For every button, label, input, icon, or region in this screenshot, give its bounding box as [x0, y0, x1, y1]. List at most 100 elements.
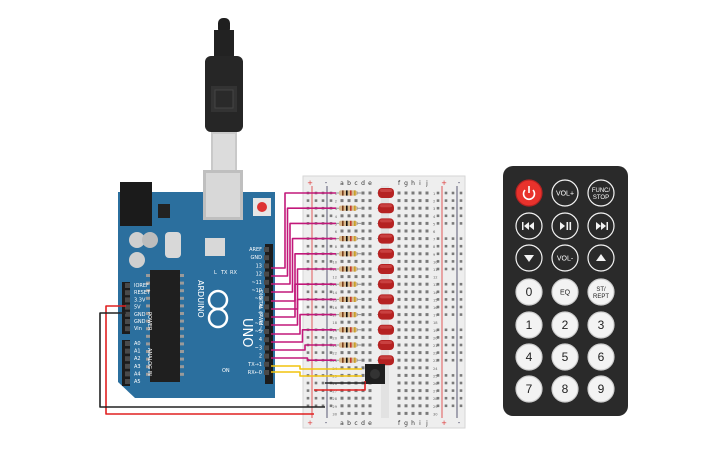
push-button[interactable]: [365, 364, 385, 384]
signal-wire[interactable]: [271, 357, 336, 362]
next-button[interactable]: [587, 212, 615, 240]
digit-7-button[interactable]: 7: [515, 375, 543, 403]
header-pin[interactable]: [264, 279, 269, 285]
digit-1-button[interactable]: 1: [515, 311, 543, 339]
digit-6-button[interactable]: 6: [587, 343, 615, 371]
vol-down-button[interactable]: VOL-: [551, 244, 579, 272]
header-pin[interactable]: [125, 326, 130, 332]
func-stop-button[interactable]: FUNC/STOP: [587, 179, 615, 207]
digit-5-button[interactable]: 5: [551, 343, 579, 371]
resistor[interactable]: [334, 205, 362, 211]
prev-button[interactable]: [515, 212, 543, 240]
pin-label: 7: [259, 313, 262, 319]
header-pin[interactable]: [125, 363, 130, 369]
header-pin[interactable]: [264, 247, 269, 252]
led[interactable]: [377, 355, 394, 366]
led[interactable]: [377, 324, 394, 335]
arduino-uno-board[interactable]: ARDUINO UNO DIGITAL (PWM~) POWER ANALOG …: [118, 170, 275, 398]
led[interactable]: [377, 248, 394, 259]
led[interactable]: [377, 203, 394, 214]
led[interactable]: [377, 188, 394, 198]
led[interactable]: [377, 279, 394, 290]
header-pin[interactable]: [125, 297, 130, 303]
signal-wire[interactable]: [271, 328, 336, 343]
resistor[interactable]: [334, 296, 362, 302]
resistor[interactable]: [334, 236, 362, 242]
eq-button[interactable]: EQ: [551, 278, 579, 306]
led[interactable]: [377, 309, 394, 320]
button-power-wire[interactable]: [314, 381, 366, 391]
resistor[interactable]: [334, 220, 362, 226]
header-pin[interactable]: [125, 319, 130, 324]
header-pin[interactable]: [125, 311, 130, 317]
header-pin[interactable]: [125, 304, 130, 310]
header-pin[interactable]: [264, 312, 269, 318]
header-pin[interactable]: [125, 348, 130, 354]
header-pin[interactable]: [125, 283, 130, 288]
signal-wire[interactable]: [271, 207, 336, 277]
header-pin[interactable]: [264, 304, 269, 310]
signal-wire[interactable]: [271, 237, 336, 293]
signal-wire[interactable]: [271, 298, 336, 326]
header-pin[interactable]: [264, 329, 269, 334]
digit-2-button-label: 2: [562, 318, 569, 332]
resistor[interactable]: [334, 357, 362, 363]
power-button[interactable]: [515, 179, 543, 207]
header-pin[interactable]: [264, 345, 269, 351]
header-pin[interactable]: [264, 337, 269, 343]
header-pin[interactable]: [125, 356, 130, 362]
power-5v-wire[interactable]: [105, 305, 314, 415]
usb-cable[interactable]: [205, 18, 243, 172]
header-pin[interactable]: [264, 361, 269, 367]
signal-wire[interactable]: [271, 222, 336, 285]
header-pin[interactable]: [125, 341, 130, 346]
header-pin[interactable]: [264, 288, 269, 293]
resistor[interactable]: [334, 281, 362, 287]
header-pin[interactable]: [125, 290, 130, 296]
resistor[interactable]: [334, 342, 362, 348]
led[interactable]: [377, 233, 394, 244]
vol-up-button[interactable]: VOL+: [551, 179, 579, 207]
led[interactable]: [377, 340, 394, 350]
led[interactable]: [377, 294, 394, 305]
signal-wire[interactable]: [271, 283, 336, 318]
led[interactable]: [377, 264, 394, 274]
header-pin[interactable]: [264, 353, 269, 359]
resistor[interactable]: [334, 266, 362, 272]
resistor[interactable]: [334, 312, 362, 318]
digit-0-button[interactable]: 0: [515, 278, 543, 306]
signal-wire[interactable]: [271, 268, 336, 310]
up-button[interactable]: [587, 244, 615, 272]
signal-wire[interactable]: [271, 313, 336, 335]
ground-wire[interactable]: [99, 312, 325, 408]
ir-signal-wire[interactable]: [271, 371, 362, 377]
header-pin[interactable]: [264, 296, 269, 302]
signal-wire[interactable]: [271, 192, 336, 269]
header-pin[interactable]: [264, 370, 269, 375]
digit-8-button[interactable]: 8: [551, 375, 579, 403]
header-pin[interactable]: [125, 379, 130, 384]
down-button[interactable]: [515, 244, 543, 272]
play-pause-button[interactable]: [551, 212, 579, 240]
digit-4-button[interactable]: 4: [515, 343, 543, 371]
digit-2-button[interactable]: 2: [551, 311, 579, 339]
resistor[interactable]: [334, 327, 362, 333]
signal-wire[interactable]: [271, 253, 336, 302]
resistor[interactable]: [334, 251, 362, 257]
resistor[interactable]: [334, 190, 362, 196]
header-pin[interactable]: [264, 271, 269, 277]
led[interactable]: [377, 218, 394, 229]
signal-wire[interactable]: [271, 344, 336, 351]
header-pin[interactable]: [125, 371, 130, 377]
header-pin[interactable]: [264, 320, 269, 326]
analog-header[interactable]: [122, 340, 130, 386]
digit-3-button[interactable]: 3: [587, 311, 615, 339]
ir-signal-wire[interactable]: [271, 365, 362, 370]
header-pin[interactable]: [264, 255, 269, 261]
rail-sign: +: [441, 179, 447, 187]
st-rept-button[interactable]: ST/REPT: [587, 278, 615, 306]
digit-9-button[interactable]: 9: [587, 375, 615, 403]
header-pin[interactable]: [264, 263, 269, 269]
